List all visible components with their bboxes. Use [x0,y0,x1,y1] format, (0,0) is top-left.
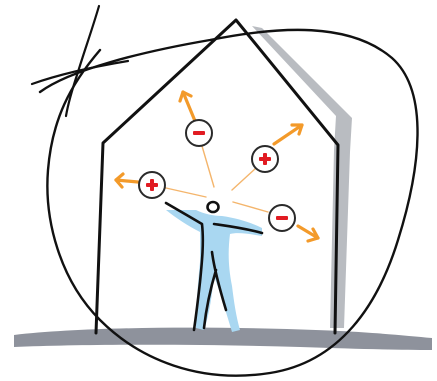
person-head [208,202,219,212]
arrow-icon-left [116,174,138,187]
crossing-line-steep [66,6,99,116]
arrow-icon-upper-right [274,125,302,144]
minus-badge-top [186,120,212,146]
person-icon [166,202,262,332]
plus-badge-upper-right [252,146,278,172]
minus-badge-right [269,205,295,231]
minus-icon [193,131,205,135]
arrow-icon-right [298,226,318,241]
house-outline-icon [96,20,338,333]
ground-bar [14,328,432,350]
arrow-icon-top [180,92,195,121]
plus-badge-left [139,172,165,198]
minus-icon [276,216,288,220]
